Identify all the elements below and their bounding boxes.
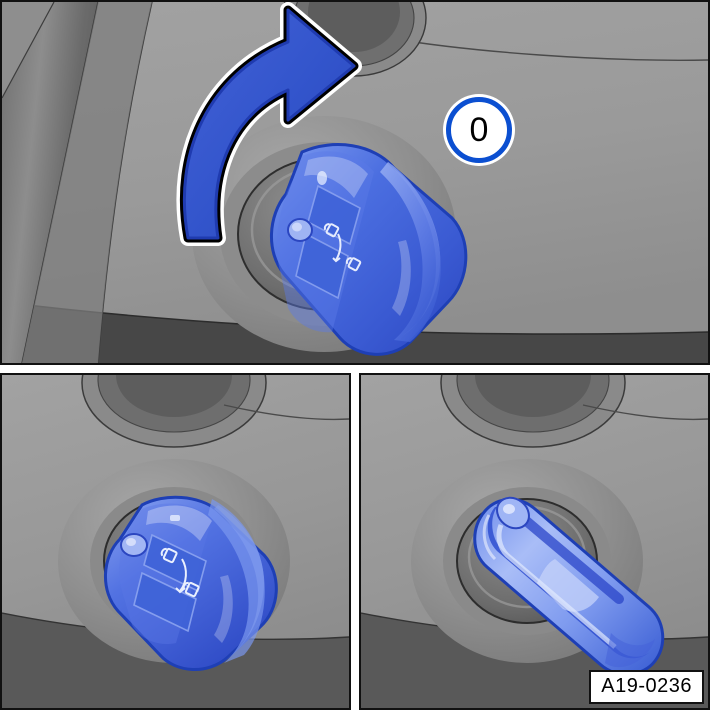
panel-bottom-right-scene (361, 375, 708, 708)
dashboard-illustration-left (2, 375, 349, 708)
panel-top-scene (2, 2, 708, 363)
unlock-icon-group (345, 257, 362, 272)
steering-column-recess (440, 375, 626, 448)
remote-key-folded (473, 496, 665, 676)
lock-icon-group (160, 547, 178, 564)
panel-bottom-left-scene (2, 375, 349, 708)
key-button-upper (307, 184, 361, 246)
figure-id-label: A19-0236 (589, 670, 704, 704)
callout-badge-0: 0 (446, 97, 512, 163)
key-button-lower (295, 232, 349, 300)
remote-key (104, 495, 278, 671)
lock-icon-group (323, 223, 340, 238)
led-dot (317, 171, 327, 185)
panel-seam-line (223, 404, 349, 421)
steering-column-shroud (2, 2, 98, 363)
dashboard-illustration-top (2, 2, 708, 363)
rotation-arrow-icon (176, 2, 362, 246)
unlock-icon-group (182, 581, 200, 598)
panel-bottom-right: 2 (359, 373, 710, 710)
steering-column-recess (81, 375, 267, 448)
panel-top: 0 (0, 0, 710, 365)
dashboard-illustration-right (361, 375, 708, 708)
remote-key (270, 143, 468, 356)
panel-seam-line (582, 404, 708, 421)
trunk-icon-group (332, 233, 342, 263)
key-collar (537, 559, 599, 612)
panel-bottom-left: 1 (0, 373, 351, 710)
panel-seam-line (387, 37, 708, 61)
led-dot (170, 515, 180, 521)
